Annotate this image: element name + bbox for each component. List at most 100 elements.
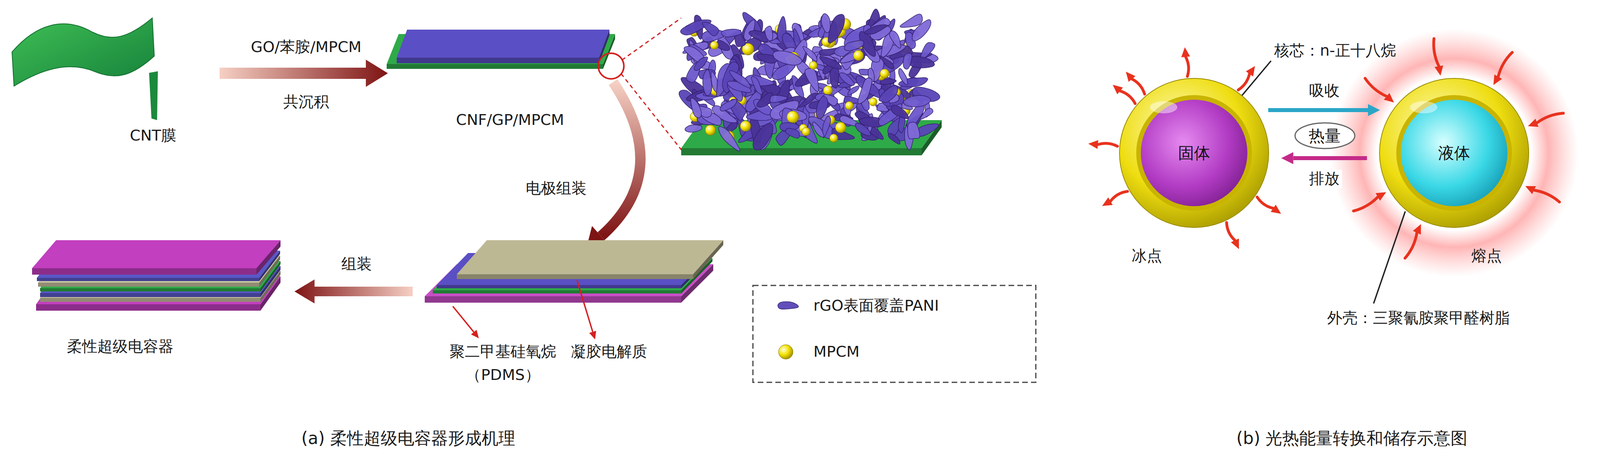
gel-electrolyte-layer-front [40, 298, 261, 303]
rgo-pani-flake [828, 14, 845, 44]
heat-ray [1256, 197, 1274, 209]
node-text: 固体 [1178, 143, 1211, 163]
highlight [1150, 101, 1178, 114]
rgo-pani-flake [812, 122, 824, 138]
text-label: （PDMS） [465, 366, 540, 385]
text-label: 冰点 [1131, 247, 1163, 266]
rgo-pani-flake [887, 133, 900, 145]
heat-ray [1537, 113, 1564, 124]
text-label: 凝胶电解质 [570, 343, 648, 362]
heat-ray-head [1102, 197, 1113, 207]
leader-line-head [470, 330, 479, 339]
rgo-pani-flake [819, 56, 842, 70]
rgo-pani-flake [847, 86, 860, 95]
heat-glow [1329, 28, 1579, 278]
zoom-line [621, 18, 682, 61]
mpcm-sphere [710, 41, 719, 50]
rgo-pani-flake [816, 96, 828, 119]
heat-ray [1353, 197, 1379, 212]
porous-network [679, 9, 941, 152]
text-label: 外壳：三聚氰胺聚甲醛树脂 [1327, 309, 1510, 328]
flow-arrow [1268, 104, 1381, 117]
heat-ray-head [1493, 74, 1503, 85]
heat-ray-head [1527, 118, 1539, 128]
rgo-pani-flake [751, 76, 763, 95]
leader-line [452, 306, 474, 333]
rgo-pani-flake [702, 69, 713, 96]
rgo-pani-flake [907, 122, 920, 140]
rgo-pani-flake [702, 22, 719, 37]
heat-ray [1185, 56, 1189, 77]
pdms-layer-front [32, 268, 257, 275]
edge-label: 吸收 [1306, 81, 1342, 101]
cnf-base-front [386, 64, 604, 69]
legend-box [752, 285, 1036, 383]
flow-arrow [1281, 152, 1368, 165]
core [1400, 99, 1508, 207]
cnt-film-fold [149, 71, 158, 121]
rgo-pani-flake [694, 56, 708, 71]
arrow-head [1281, 152, 1294, 165]
text-label: 组装 [341, 255, 372, 274]
heat-ray-head [1112, 84, 1123, 95]
gp-layer-front [396, 57, 600, 64]
rgo-pani-flake [785, 128, 800, 139]
heat-ray [1365, 78, 1387, 97]
node-text: 热量 [1308, 126, 1341, 146]
zoom-base-front [681, 148, 922, 156]
rgo-pani-flake [718, 126, 740, 152]
microcapsule-sphere: 固体 [1117, 76, 1271, 230]
shell-inner [1136, 95, 1253, 212]
cnt-layer-front [432, 290, 682, 294]
rgo-pani-flake [772, 50, 802, 66]
rgo-pani-flake [690, 98, 702, 119]
rgo-pani-flake [920, 108, 933, 120]
rgo-pani-flake [879, 85, 898, 103]
heat-ray [1498, 52, 1513, 77]
heat-ray-head [1375, 192, 1387, 202]
highlight [1410, 101, 1438, 114]
mpcm-sphere [801, 127, 811, 136]
heat-ray [1533, 190, 1560, 203]
heat-ray-head [1181, 47, 1191, 58]
core [1140, 99, 1248, 207]
heat-ray-head [1245, 66, 1255, 77]
rgo-pani-flake [752, 123, 773, 151]
rgo-pani-flake [899, 14, 923, 28]
heat-ray-head [1412, 224, 1421, 235]
electrode-layer-front [40, 293, 261, 298]
rgo-pani-flake [720, 99, 737, 112]
pdms-layer-front [424, 296, 682, 303]
electrode-layer-front [36, 278, 260, 282]
rgo-pani-flake [903, 95, 931, 107]
text-label: 核芯：n-正十八烷 [1274, 41, 1397, 61]
rgo-pani-flake [729, 70, 751, 88]
rgo-pani-flake [889, 30, 901, 49]
heat-ray-head [1270, 204, 1282, 214]
rgo-pani-flake [879, 55, 894, 69]
mpcm-sphere [845, 101, 854, 110]
rgo-pani-flake [721, 29, 742, 38]
mpcm-sphere [869, 97, 878, 106]
rgo-pani-flake [764, 26, 773, 41]
process-arrow [294, 279, 413, 304]
rgo-pani-flake [920, 42, 935, 59]
pdms-layer-top [36, 276, 281, 305]
heat-ray-head [1230, 238, 1239, 250]
mpcm-sphere [740, 121, 751, 132]
rgo-pani-flake [844, 40, 864, 51]
cnt-layer-front [40, 288, 261, 292]
legend-text: rGO表面覆盖PANI [813, 296, 939, 316]
arrow-shaft [1268, 108, 1368, 113]
mpcm-sphere [786, 110, 799, 124]
mpcm-sphere [705, 125, 716, 136]
gel-electrolyte-layer-front [38, 282, 260, 287]
ellipse-outline [1295, 123, 1355, 149]
microcapsule-sphere: 液体 [1378, 76, 1531, 230]
text-label: CNT膜 [129, 126, 177, 146]
rgo-pani-flake [898, 68, 908, 85]
electrode-layer-front [436, 285, 682, 289]
pdms-layer-front [36, 304, 261, 311]
heat-ray-head [1125, 71, 1136, 82]
